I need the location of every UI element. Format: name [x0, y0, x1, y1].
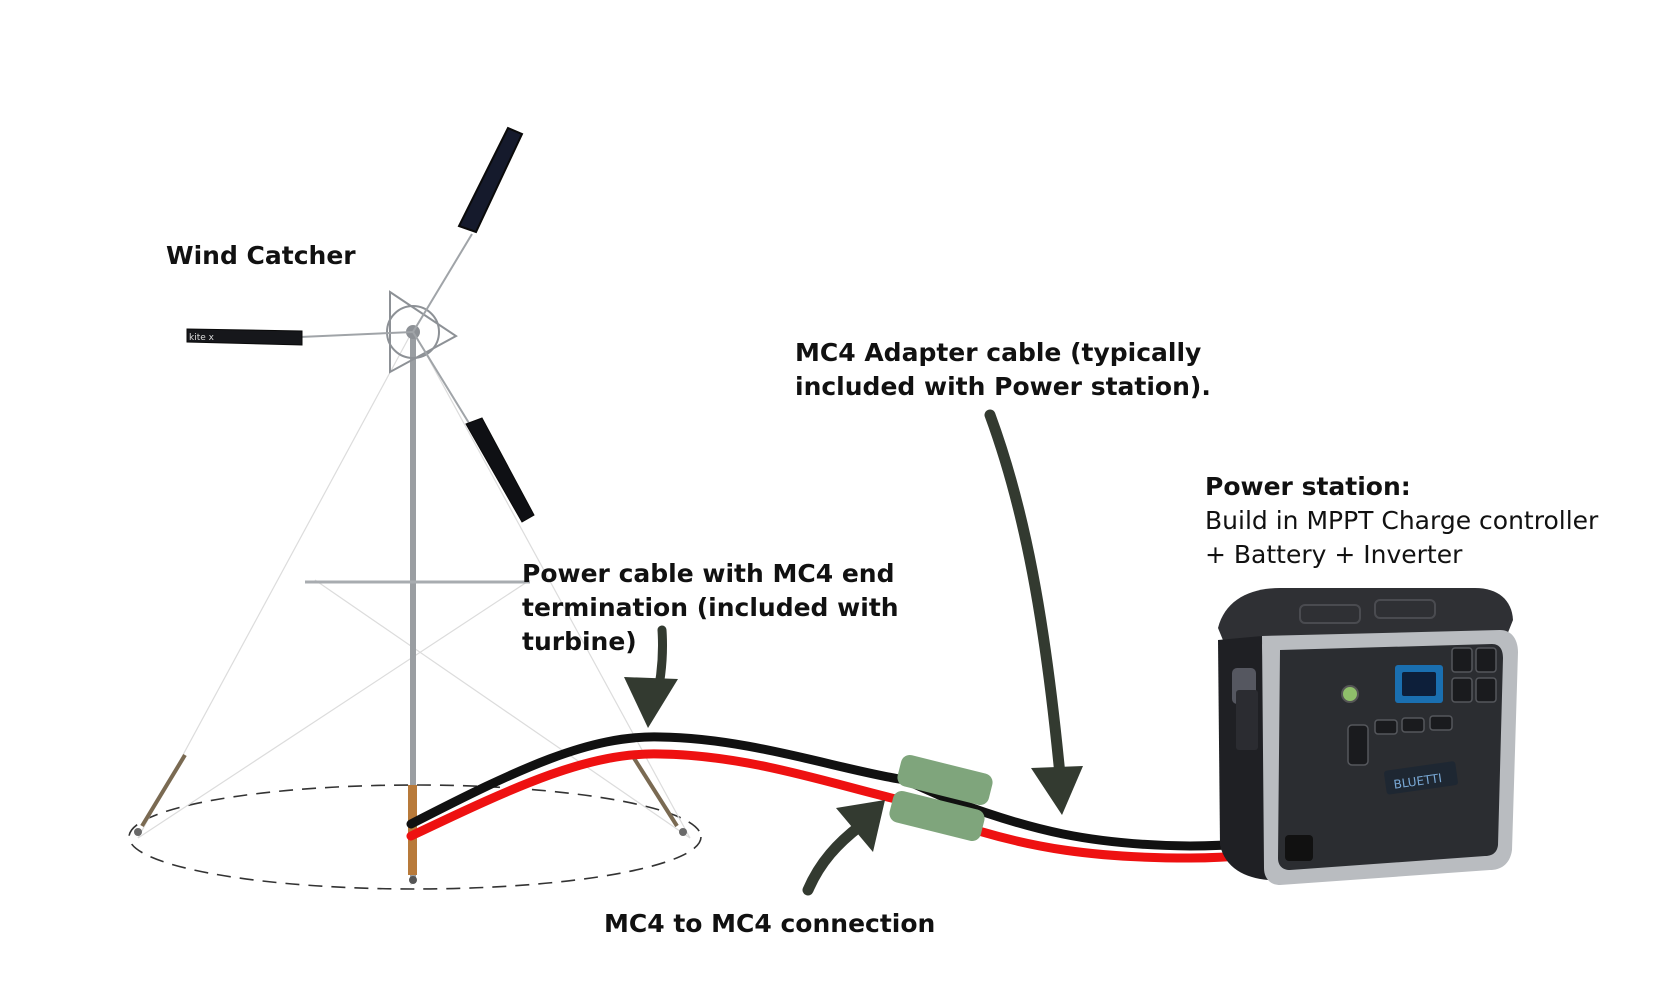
- wind-turbine: kite x: [128, 126, 702, 890]
- power-cable-label: Power cable with MC4 end termination (in…: [522, 557, 899, 659]
- arrow-power-cable-head: [624, 677, 678, 728]
- turbine-mast: [410, 333, 416, 878]
- station-brand-badge: [1384, 761, 1458, 795]
- cables: [406, 732, 1300, 863]
- arrow-adapter-shaft: [984, 409, 1066, 781]
- power-station-line-2: + Battery + Inverter: [1205, 540, 1463, 569]
- anchor-left: [134, 828, 142, 836]
- mc4-connector-upper: [897, 755, 993, 805]
- turbine-blade-bottom: [465, 417, 535, 523]
- power-station-line-1: Build in MPPT Charge controller: [1205, 506, 1599, 535]
- arrows: [624, 409, 1083, 896]
- station-display-inner: [1402, 672, 1436, 696]
- station-ac-outlets: [1451, 647, 1497, 703]
- station-top-pad-right: [1374, 599, 1436, 619]
- power-station-title: Power station:: [1205, 472, 1411, 501]
- anchor-right: [679, 828, 687, 836]
- power-cable-black: [406, 732, 1300, 851]
- power-cable-line-1: Power cable with MC4 end: [522, 559, 895, 588]
- arrow-mc4-head: [836, 800, 885, 852]
- station-vent: [1236, 690, 1258, 750]
- mast-base: [408, 785, 417, 875]
- adapter-cable-line-1: MC4 Adapter cable (typically: [795, 338, 1202, 367]
- station-usb-ports: [1347, 715, 1453, 766]
- arrow-adapter-head: [1031, 766, 1083, 815]
- blade-logo: kite x: [189, 333, 215, 343]
- mc4-connection-label: MC4 to MC4 connection: [604, 909, 936, 938]
- adapter-cable-label: MC4 Adapter cable (typically included wi…: [795, 336, 1211, 404]
- turbine-blade-left: [186, 328, 303, 346]
- power-station: BLUETTI: [1218, 588, 1518, 885]
- mc4-connector: [889, 755, 993, 841]
- wind-catcher-label: Wind Catcher: [166, 241, 356, 270]
- mast-foot: [409, 876, 417, 884]
- arrow-mc4-shaft: [802, 820, 866, 896]
- station-brand-text: BLUETTI: [1393, 771, 1443, 792]
- mc4-connector-lower: [889, 791, 985, 841]
- ground-footprint-circle: [128, 784, 702, 890]
- station-dc-input: [1285, 835, 1313, 861]
- power-cable-red: [406, 749, 1300, 863]
- power-station-label: Power station: Build in MPPT Charge cont…: [1205, 470, 1598, 572]
- anchor-stakes: [140, 753, 679, 828]
- turbine-blade-top: [457, 126, 524, 234]
- power-cable-line-2: termination (included with: [522, 593, 899, 622]
- adapter-cable-line-2: included with Power station).: [795, 372, 1211, 401]
- station-front: [1278, 644, 1503, 870]
- station-power-button: [1341, 685, 1359, 703]
- station-top: [1218, 588, 1513, 645]
- turbine-spokes: [299, 233, 473, 429]
- station-top-pad-left: [1299, 604, 1361, 624]
- power-cable-line-3: turbine): [522, 627, 637, 656]
